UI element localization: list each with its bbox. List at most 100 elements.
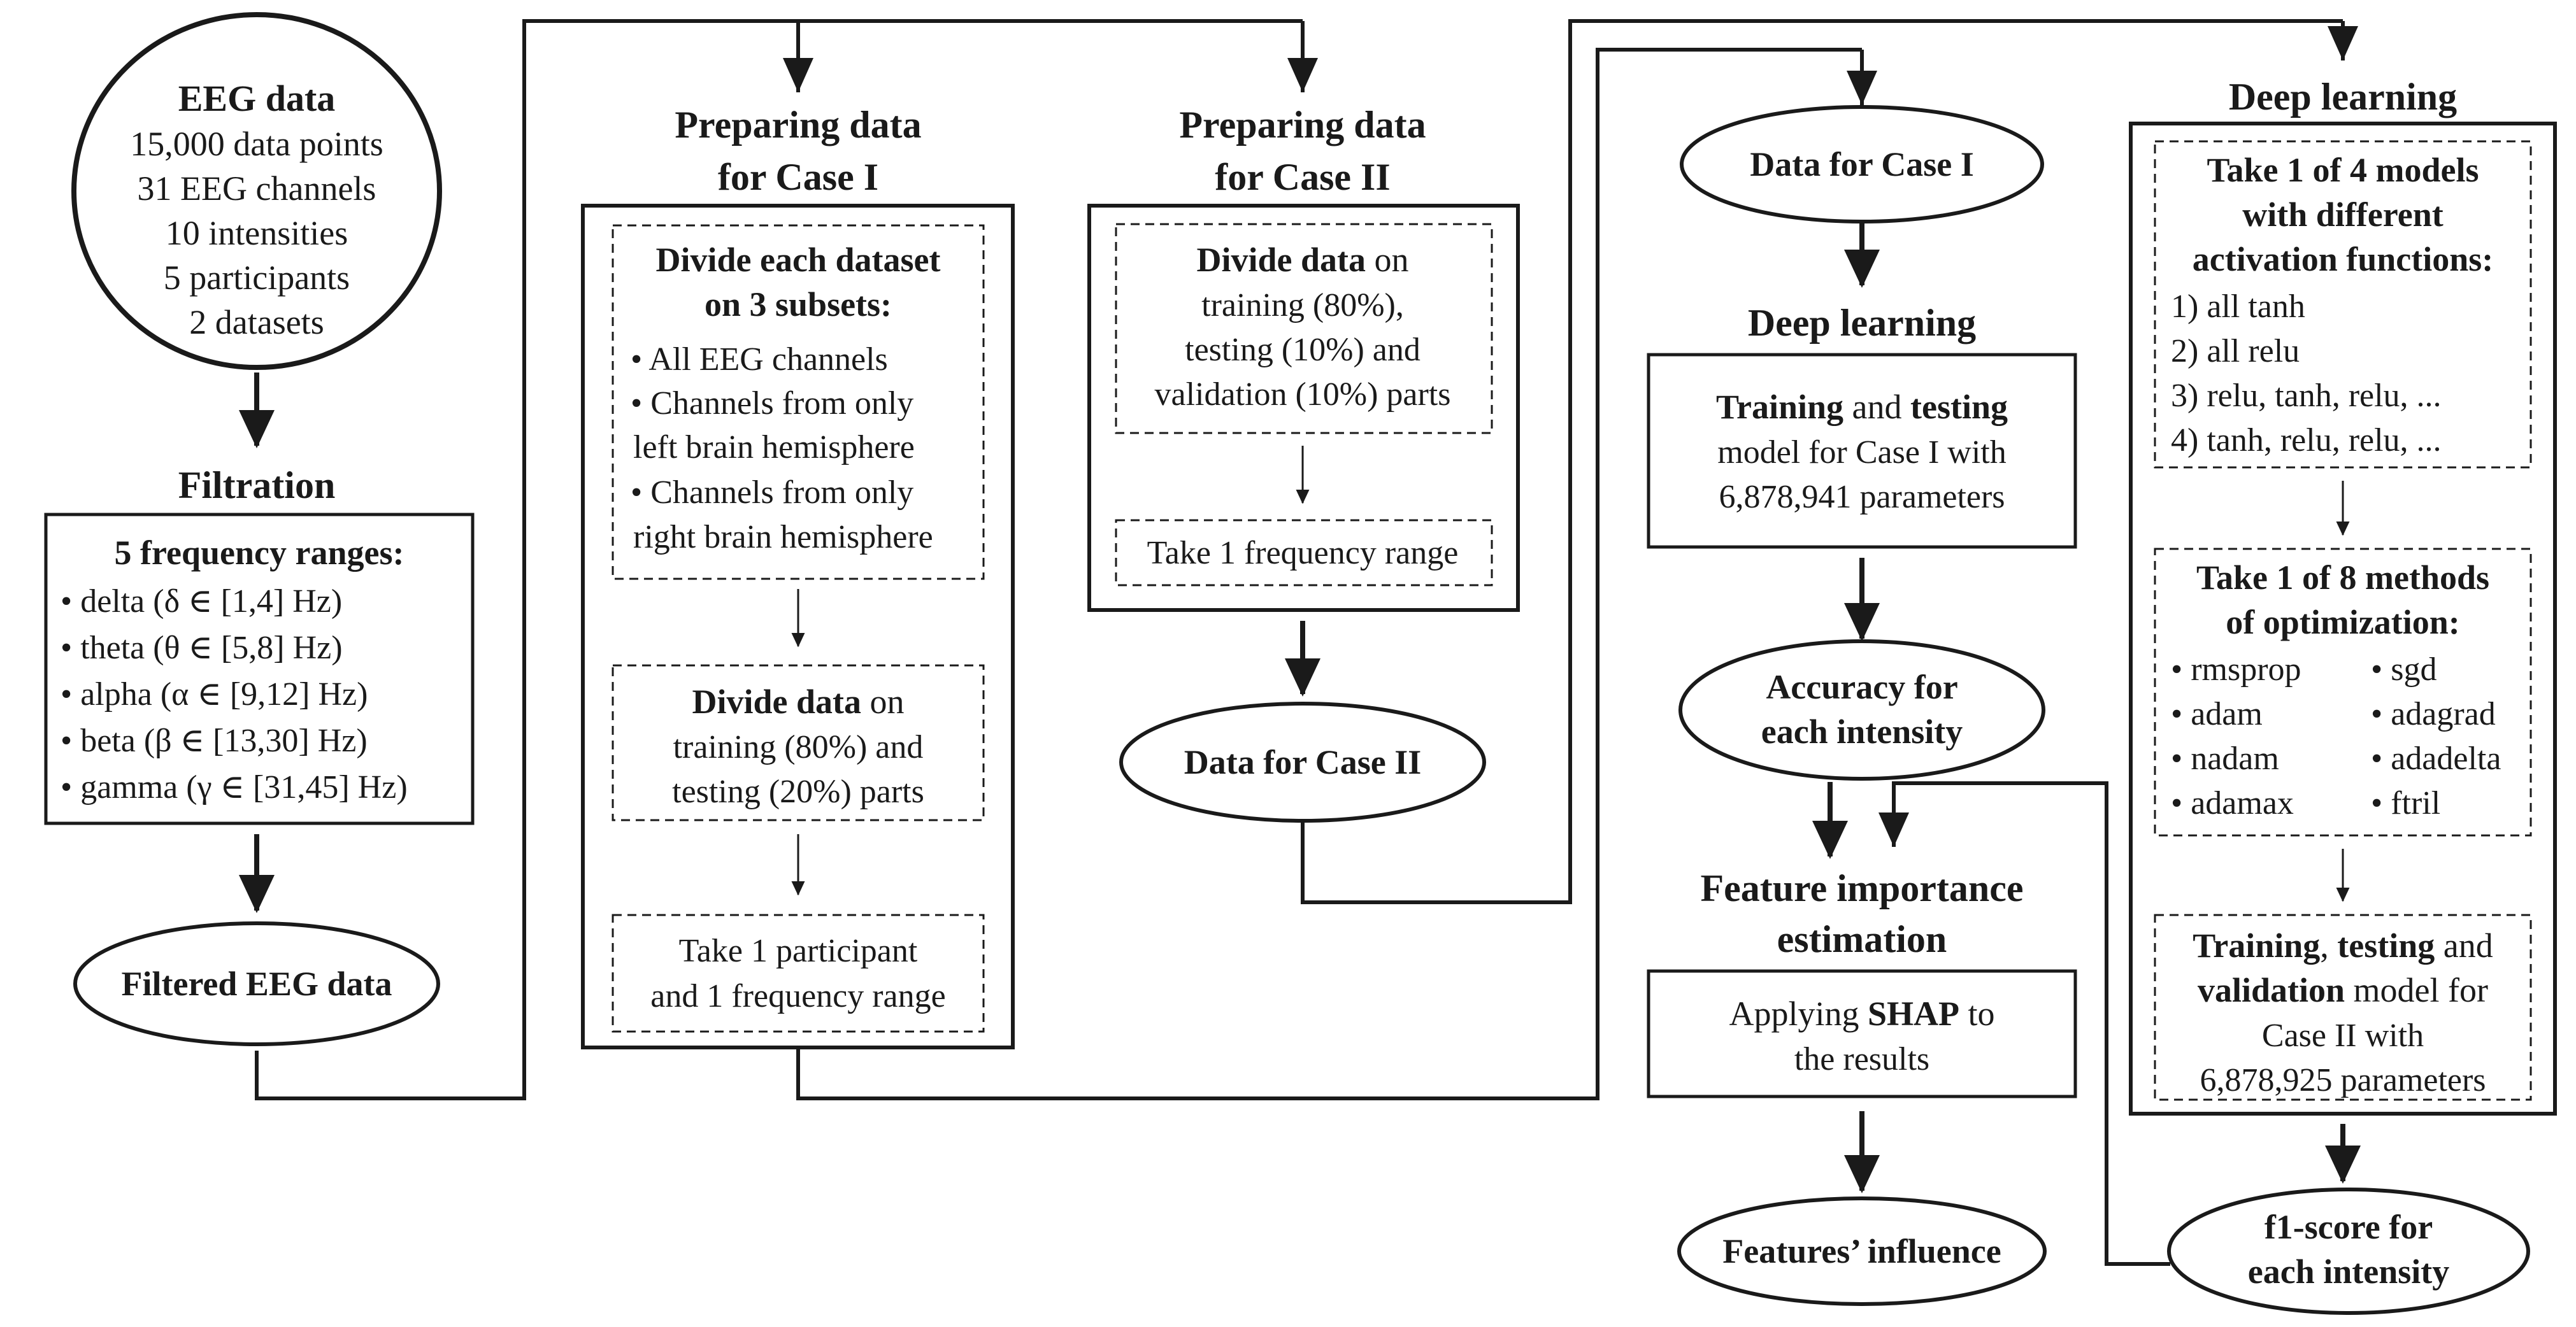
optimizer-item: • adamax — [2171, 785, 2294, 821]
case1-take-box: Take 1 participant and 1 frequency range — [612, 914, 985, 1033]
case2-divide-box: Divide data on training (80%), testing (… — [1115, 223, 1493, 434]
eeg-data-line: 5 participants — [164, 259, 350, 297]
case2-testing-bold: testing — [2337, 926, 2435, 965]
case2-divide-line: training (80%), — [1201, 287, 1404, 323]
eeg-data-line: 15,000 data points — [130, 125, 383, 163]
case1-take-line: and 1 frequency range — [650, 978, 945, 1014]
case2-training-line: validation model for — [2198, 971, 2488, 1009]
case1-divide-rest: on — [861, 683, 905, 721]
optimizer-item: • adagrad — [2371, 696, 2496, 732]
case2-training-sep: , — [2320, 926, 2337, 965]
models-box: Take 1 of 4 models with different activa… — [2154, 140, 2532, 469]
case1-training-frame — [1647, 353, 2077, 549]
influence-node: Features’ influence — [1677, 1196, 2047, 1306]
case2-training-post: and — [2435, 926, 2493, 965]
models-item: 3) relu, tanh, relu, ... — [2171, 378, 2442, 414]
case1-subsets-item: • Channels from only — [631, 474, 913, 511]
case1-take-line: Take 1 participant — [679, 933, 918, 969]
data-case1-label: Data for Case I — [1750, 145, 1973, 183]
models-title: activation functions: — [2193, 240, 2494, 278]
models-item: 2) all relu — [2171, 333, 2300, 369]
accuracy-label: each intensity — [1761, 713, 1963, 751]
optimization-box: Take 1 of 8 methods of optimization: • r… — [2154, 548, 2532, 837]
case2-divide-line: Divide data on — [1196, 241, 1408, 279]
case1-training-line: model for Case I with — [1717, 434, 2006, 471]
case2-training-bold: Training — [2193, 926, 2320, 965]
case1-prep-heading: Preparing data — [675, 104, 921, 146]
case2-prep-outer-box — [1087, 204, 1520, 612]
influence-ellipse — [1677, 1196, 2047, 1306]
f1-score-node: f1-score for each intensity — [2167, 1188, 2530, 1315]
frequency-range-item: • delta (δ ∈ [1,4] Hz) — [61, 583, 342, 620]
case1-subsets-item: left brain hemisphere — [633, 429, 915, 465]
feature-importance-heading: Feature importance — [1700, 867, 2023, 909]
eeg-data-line: 10 intensities — [166, 214, 348, 252]
case2-prep-heading: Preparing data — [1179, 104, 1426, 146]
case1-take-frame — [612, 914, 985, 1033]
models-title: Take 1 of 4 models — [2207, 151, 2479, 189]
optimizer-item: • adam — [2171, 696, 2263, 732]
filtered-eeg-ellipse — [73, 921, 440, 1046]
case1-subsets-title: Divide each dataset — [656, 241, 941, 279]
data-case2-node: Data for Case II — [1119, 702, 1486, 823]
data-case1-ellipse — [1680, 105, 2044, 224]
f1-score-ellipse — [2167, 1188, 2530, 1315]
shap-pre: Applying — [1729, 995, 1868, 1033]
optimizer-item: • adadelta — [2371, 741, 2501, 777]
case2-divide-line: testing (10%) and — [1185, 332, 1420, 368]
case2-training-frame — [2154, 914, 2532, 1101]
filtered-eeg-label: Filtered EEG data — [122, 965, 392, 1003]
case1-divide-bold: Divide data — [692, 683, 861, 721]
case1-subsets-item: • Channels from only — [631, 385, 913, 422]
case1-training-mid: and — [1843, 388, 1910, 426]
case1-prep-heading: for Case I — [718, 156, 878, 198]
case2-take-label: Take 1 frequency range — [1147, 535, 1459, 571]
shap-post: to — [1959, 995, 1995, 1033]
connector-case2-data-to-deep-learning — [1301, 19, 2343, 904]
shap-line: Applying SHAP to — [1729, 995, 1994, 1033]
eeg-data-node: EEG data 15,000 data points 31 EEG chann… — [71, 12, 442, 370]
case1-training-line: Training and testing — [1716, 388, 2008, 426]
case1-divide-frame — [612, 664, 985, 821]
case1-testing-bold: testing — [1910, 388, 2008, 426]
f1-score-label: each intensity — [2248, 1252, 2450, 1291]
case1-divide-line: training (80%) and — [673, 729, 924, 765]
optimizer-item: • nadam — [2171, 741, 2279, 777]
case2-deep-learning-heading: Deep learning — [2229, 76, 2457, 118]
case2-validation-bold: validation — [2198, 971, 2345, 1009]
shap-box: Applying SHAP to the results — [1647, 969, 2077, 1098]
optimizer-item: • rmsprop — [2171, 651, 2301, 688]
eeg-data-circle — [71, 12, 442, 370]
models-item: 4) tanh, relu, relu, ... — [2171, 422, 2442, 458]
shap-bold: SHAP — [1868, 995, 1959, 1033]
connector-filtered-to-prep — [255, 19, 1303, 1100]
frequency-range-item: • beta (β ∈ [13,30] Hz) — [61, 723, 368, 759]
connector-case1-prep-to-data — [796, 48, 1862, 1100]
case1-subsets-item: • All EEG channels — [631, 341, 888, 378]
case1-divide-line: Divide data on — [692, 683, 904, 721]
data-case1-node: Data for Case I — [1680, 105, 2044, 224]
eeg-data-title: EEG data — [178, 78, 336, 119]
accuracy-label: Accuracy for — [1766, 668, 1957, 706]
case1-training-box: Training and testing model for Case I wi… — [1647, 353, 2077, 549]
optimizer-item: • sgd — [2371, 651, 2436, 688]
connector-f1-to-feature — [1878, 781, 2170, 1266]
filtration-heading: Filtration — [178, 464, 336, 506]
optimization-title: of optimization: — [2226, 603, 2459, 641]
case2-training-post2: model for — [2345, 971, 2488, 1009]
case2-take-box: Take 1 frequency range — [1115, 519, 1493, 586]
data-case2-label: Data for Case II — [1184, 743, 1421, 781]
case1-divide-box: Divide data on training (80%) and testin… — [612, 664, 985, 821]
accuracy-node: Accuracy for each intensity — [1678, 639, 2045, 781]
case2-prep-heading: for Case II — [1215, 156, 1391, 198]
case1-subsets-frame — [612, 224, 985, 580]
optimization-title: Take 1 of 8 methods — [2196, 558, 2489, 597]
optimization-frame — [2154, 548, 2532, 837]
case1-training-bold: Training — [1716, 388, 1843, 426]
case2-divide-line: validation (10%) parts — [1155, 376, 1451, 413]
optimizer-item: • ftril — [2371, 785, 2440, 821]
case2-training-line: Training, testing and — [2193, 926, 2493, 965]
accuracy-ellipse — [1678, 639, 2045, 781]
case2-training-box: Training, testing and validation model f… — [2154, 914, 2532, 1101]
